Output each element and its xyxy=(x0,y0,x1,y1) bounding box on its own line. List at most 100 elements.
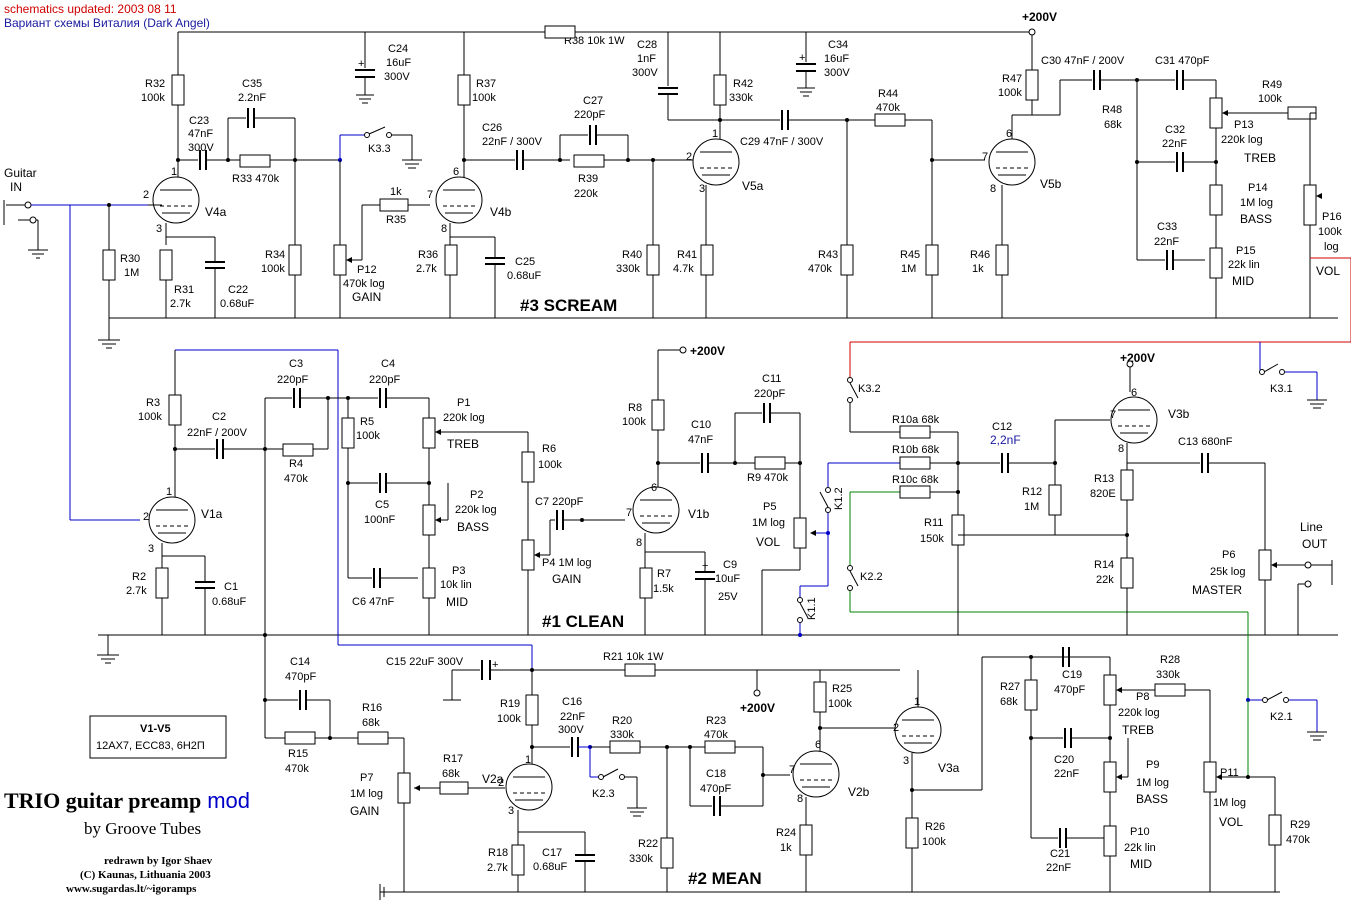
svg-text:MID: MID xyxy=(1130,857,1152,871)
svg-text:16uF: 16uF xyxy=(824,53,849,65)
svg-text:V1b: V1b xyxy=(688,507,710,521)
guitar-input-jack: Guitar IN xyxy=(3,166,150,521)
svg-text:10k lin: 10k lin xyxy=(440,579,472,591)
svg-text:R31: R31 xyxy=(174,284,194,296)
svg-text:2.7k: 2.7k xyxy=(170,298,191,310)
svg-text:470k: 470k xyxy=(285,763,309,775)
svg-text:VOL: VOL xyxy=(1316,264,1340,278)
variant-note: Вариант схемы Виталия (Dark Angel) xyxy=(4,16,210,30)
svg-text:+200V: +200V xyxy=(690,344,725,358)
svg-text:C12: C12 xyxy=(992,421,1012,433)
ground-rail-middle xyxy=(97,634,1338,664)
svg-text:C32: C32 xyxy=(1165,124,1185,136)
svg-text:3: 3 xyxy=(508,805,514,817)
svg-text:330k: 330k xyxy=(729,92,753,104)
svg-text:BASS: BASS xyxy=(1136,792,1168,806)
svg-text:220pF: 220pF xyxy=(277,374,308,386)
svg-text:K3.3: K3.3 xyxy=(368,143,391,155)
svg-text:K3.2: K3.2 xyxy=(858,383,881,395)
svg-text:C27: C27 xyxy=(583,95,603,107)
svg-text:R5: R5 xyxy=(360,416,374,428)
svg-text:+: + xyxy=(492,659,498,671)
svg-text:MID: MID xyxy=(1232,274,1254,288)
svg-text:22nF / 300V: 22nF / 300V xyxy=(482,136,543,148)
subtitle: by Groove Tubes xyxy=(84,819,201,838)
svg-text:100nF: 100nF xyxy=(364,514,395,526)
svg-text:C29 47nF / 300V: C29 47nF / 300V xyxy=(740,136,824,148)
tube-v4a xyxy=(152,176,200,224)
svg-text:100k: 100k xyxy=(356,430,380,442)
svg-text:+200V: +200V xyxy=(740,701,775,715)
svg-text:P8: P8 xyxy=(1136,691,1149,703)
svg-text:P1: P1 xyxy=(457,397,470,409)
k1-switches: K1.1 K1.2 K2.2 xyxy=(797,462,1250,702)
svg-text:R10a 68k: R10a 68k xyxy=(892,414,940,426)
tube-types-box: V1-V5 12AX7, ECC83, 6Н2П xyxy=(89,715,227,759)
tube-v1b xyxy=(632,486,680,534)
svg-text:100k: 100k xyxy=(497,713,521,725)
svg-text:K1.2: K1.2 xyxy=(833,487,845,510)
svg-text:R7: R7 xyxy=(657,568,671,580)
svg-text:R17: R17 xyxy=(443,753,463,765)
svg-text:R2: R2 xyxy=(132,571,146,583)
svg-text:C31 470pF: C31 470pF xyxy=(1155,55,1210,67)
svg-text:100k: 100k xyxy=(138,411,162,423)
svg-text:P4 1M log: P4 1M log xyxy=(542,557,592,569)
svg-text:7: 7 xyxy=(982,151,988,163)
svg-text:P11: P11 xyxy=(1220,767,1239,779)
svg-text:P10: P10 xyxy=(1130,826,1150,838)
svg-text:2: 2 xyxy=(143,189,149,201)
svg-text:+200V: +200V xyxy=(1120,351,1155,365)
svg-text:220k log: 220k log xyxy=(455,504,497,516)
svg-text:R27: R27 xyxy=(1000,681,1020,693)
svg-text:300V: 300V xyxy=(824,67,850,79)
svg-text:C24: C24 xyxy=(388,43,408,55)
svg-text:C26: C26 xyxy=(482,122,502,134)
svg-text:22nF: 22nF xyxy=(560,711,585,723)
svg-text:C28: C28 xyxy=(637,39,657,51)
svg-text:BASS: BASS xyxy=(1240,212,1272,226)
svg-text:P15: P15 xyxy=(1236,245,1256,257)
svg-text:4.7k: 4.7k xyxy=(673,263,694,275)
svg-text:1M: 1M xyxy=(124,267,139,279)
svg-text:C35: C35 xyxy=(242,78,262,90)
tube-v1a xyxy=(148,496,196,544)
svg-text:R21 10k 1W: R21 10k 1W xyxy=(603,651,664,663)
svg-text:1M log: 1M log xyxy=(1136,777,1169,789)
svg-text:12AX7, ECC83, 6Н2П: 12AX7, ECC83, 6Н2П xyxy=(96,740,205,752)
svg-text:470pF: 470pF xyxy=(285,671,316,683)
svg-text:100k: 100k xyxy=(538,459,562,471)
svg-text:1.5k: 1.5k xyxy=(653,583,674,595)
svg-text:R41: R41 xyxy=(677,249,697,261)
svg-text:R49: R49 xyxy=(1262,79,1282,91)
svg-text:R45: R45 xyxy=(900,249,920,261)
svg-text:C21: C21 xyxy=(1050,848,1070,860)
svg-text:R23: R23 xyxy=(706,715,726,727)
svg-text:V5a: V5a xyxy=(742,179,764,193)
svg-text:P9: P9 xyxy=(1146,759,1159,771)
svg-text:6: 6 xyxy=(453,166,459,178)
svg-text:V3b: V3b xyxy=(1168,407,1190,421)
svg-text:C23: C23 xyxy=(189,115,209,127)
svg-text:1k: 1k xyxy=(390,186,402,198)
svg-text:68k: 68k xyxy=(1000,696,1018,708)
svg-text:P3: P3 xyxy=(452,565,465,577)
svg-text:22nF: 22nF xyxy=(1162,138,1187,150)
svg-text:100k: 100k xyxy=(1258,93,1282,105)
svg-text:P16: P16 xyxy=(1322,211,1342,223)
svg-text:R26: R26 xyxy=(925,821,945,833)
svg-text:IN: IN xyxy=(10,180,22,194)
svg-text:8: 8 xyxy=(636,537,642,549)
credit-2: (C) Kaunas, Lithuania 2003 xyxy=(80,869,211,881)
svg-text:0.68uF: 0.68uF xyxy=(212,596,247,608)
svg-text:25V: 25V xyxy=(718,591,738,603)
